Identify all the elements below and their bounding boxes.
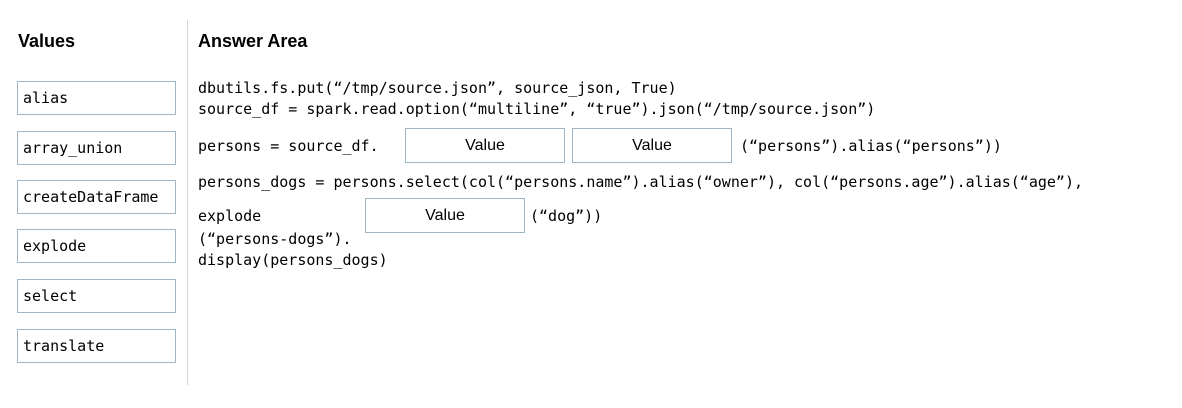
- code-line-5-prefix: explode: [198, 207, 262, 225]
- value-option-select[interactable]: select: [17, 279, 176, 313]
- value-option-alias[interactable]: alias: [17, 81, 176, 115]
- value-option-createdataframe[interactable]: createDataFrame: [17, 180, 176, 214]
- code-line-2: source_df = spark.read.option(“multiline…: [198, 100, 876, 118]
- value-option-array-union[interactable]: array_union: [17, 131, 176, 165]
- code-line-5-suffix: (“dog”)): [530, 207, 603, 225]
- drop-target-2[interactable]: Value: [572, 128, 732, 163]
- code-line-7: display(persons_dogs): [198, 251, 388, 269]
- code-line-4: persons_dogs = persons.select(col(“perso…: [198, 173, 1084, 191]
- drop-target-3[interactable]: Value: [365, 198, 525, 233]
- code-line-3-suffix: (“persons”).alias(“persons”)): [740, 137, 1002, 155]
- drop-target-1[interactable]: Value: [405, 128, 565, 163]
- code-line-1: dbutils.fs.put(“/tmp/source.json”, sourc…: [198, 79, 677, 97]
- code-line-6: (“persons-dogs”).: [198, 230, 352, 248]
- values-heading: Values: [18, 31, 76, 51]
- code-line-3-prefix: persons = source_df.: [198, 137, 379, 155]
- value-option-translate[interactable]: translate: [17, 329, 176, 363]
- panel-divider: [187, 20, 188, 385]
- answer-area-heading: Answer Area: [198, 31, 308, 51]
- value-option-explode[interactable]: explode: [17, 229, 176, 263]
